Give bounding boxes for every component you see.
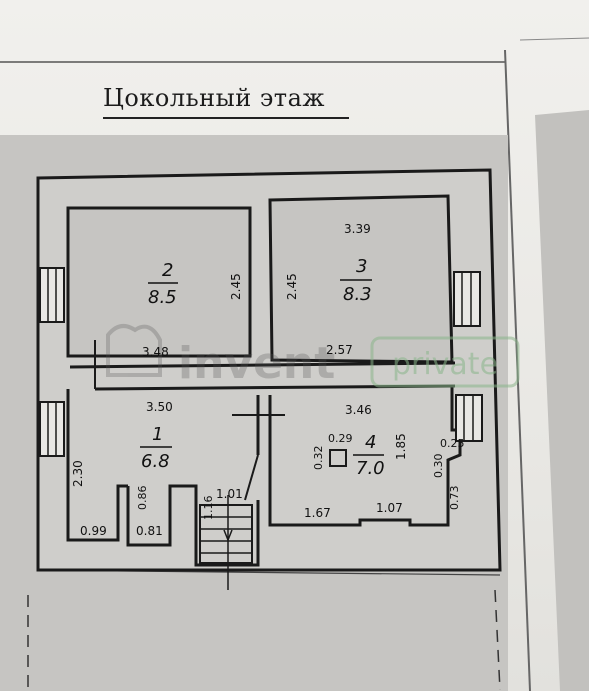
room-3-area: 8.3: [343, 284, 372, 305]
frame-right-top: [519, 37, 589, 41]
dim-r4-width: 3.46: [345, 403, 372, 417]
room-1-area: 6.8: [141, 451, 170, 472]
window-right-upper: [453, 271, 481, 327]
dim-r3-width: 3.39: [344, 222, 371, 236]
window-left-upper: [39, 267, 65, 323]
boundary-right: [494, 589, 501, 691]
next-page-background: [535, 110, 589, 691]
room-2-area: 8.5: [148, 287, 177, 308]
dim-niche-b: 0.99: [80, 524, 107, 538]
floor-title: Цокольный этаж: [103, 84, 325, 112]
title-underline: [103, 117, 349, 119]
room-2-outline: [66, 206, 252, 358]
dim-bottom-a: 1.67: [304, 506, 331, 520]
room-2-number: 2: [162, 260, 173, 281]
room-4-box: [329, 449, 347, 467]
dim-stair-a: 1.16: [202, 496, 215, 521]
dim-r4-height: 1.85: [394, 433, 408, 460]
dim-right-b: 0.30: [432, 454, 445, 479]
room-4-number: 4: [365, 432, 376, 453]
dim-right-a: 0.25: [440, 437, 465, 450]
room-1-wall-left: [66, 389, 128, 542]
dim-right-c: 0.73: [448, 486, 461, 511]
dim-niche-c: 0.81: [136, 524, 163, 538]
door-swing: [244, 454, 259, 501]
dim-r1-width: 3.50: [146, 400, 173, 414]
window-left-lower: [39, 401, 65, 457]
dim-stair-b: 1.01: [216, 487, 243, 501]
room-3-number: 3: [356, 256, 367, 277]
dim-niche-a: 0.86: [136, 486, 149, 511]
dim-r3-height: 2.45: [285, 273, 299, 300]
dim-r2-height: 2.45: [229, 273, 243, 300]
room-4-area: 7.0: [356, 458, 385, 479]
watermark-brand: invent: [178, 338, 335, 389]
dim-box-w: 0.29: [328, 432, 353, 445]
dim-r1-height: 2.30: [71, 460, 85, 487]
corridor-wall-top: [69, 361, 456, 369]
dim-box-h: 0.32: [312, 446, 325, 471]
dim-bottom-b: 1.07: [376, 501, 403, 515]
stairs: [199, 495, 253, 590]
watermark-badge: private: [370, 336, 520, 388]
dim-r2-width: 3.48: [142, 345, 169, 359]
window-right-lower: [455, 394, 483, 442]
room-1-number: 1: [152, 424, 163, 445]
dim-r3-bottom: 2.57: [326, 343, 353, 357]
watermark-badge-text: private: [392, 347, 498, 382]
room-1-wall-bottom: [126, 484, 260, 567]
watermark: invent: [106, 324, 335, 389]
